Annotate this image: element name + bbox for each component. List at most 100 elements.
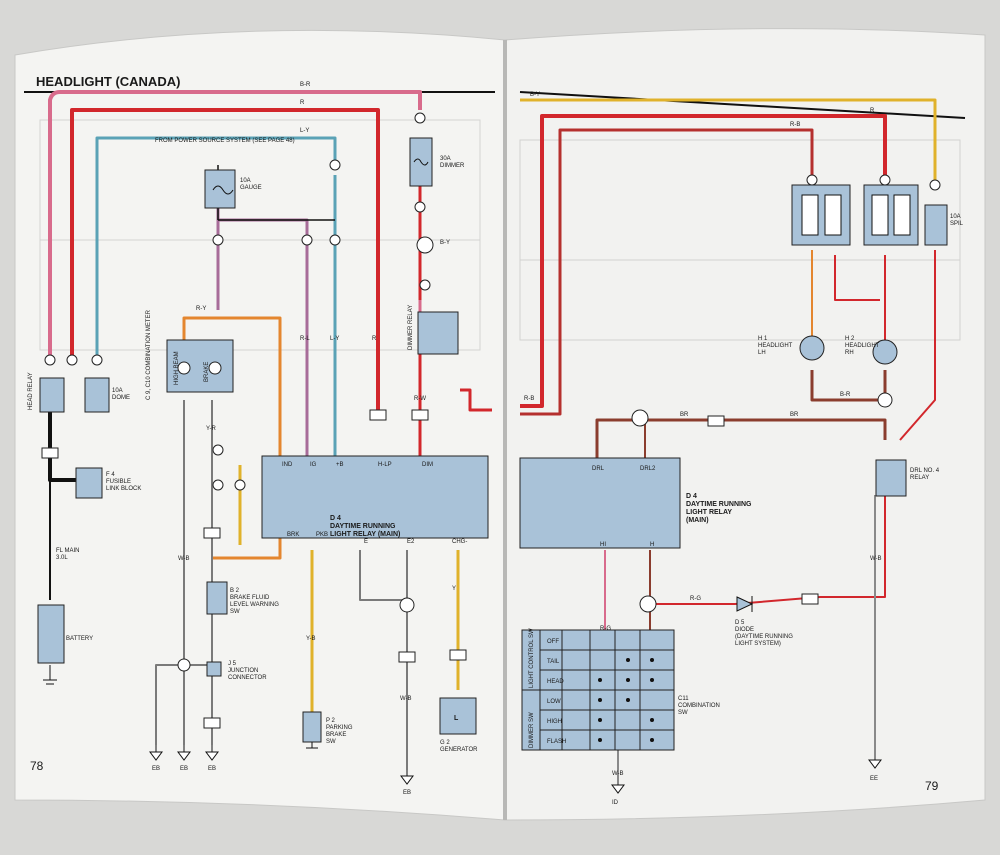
wire-label-r-w: R-W: [414, 396, 426, 402]
r-wire-r-g: R-G: [690, 596, 701, 602]
page-title: HEADLIGHT (CANADA): [36, 74, 180, 89]
high-beam-label: HIGH BEAM: [174, 351, 180, 385]
battery-label: BATTERY: [66, 636, 93, 642]
headlight-lh: [799, 335, 825, 361]
drl-relay-main: [261, 455, 489, 539]
sw-row-head: HEAD: [547, 679, 564, 685]
pin-h: H: [650, 542, 654, 548]
r-wire-br2: BR: [790, 412, 799, 418]
wire-label-y: Y: [452, 586, 456, 592]
fuse-gauge: [204, 169, 236, 209]
combination-meter-label: C 9, C10 COMBINATION METER: [146, 309, 152, 400]
sw-header-dimmer: DIMMER SW: [529, 712, 535, 748]
sw-header-light: LIGHT CONTROL SW: [529, 628, 535, 688]
left-relay-pins: IND IG +B H-LP DIM BRK PKB E E2 CHG-: [282, 462, 467, 545]
wire-r-y: [182, 316, 282, 560]
r-wire-w-b2: W-B: [870, 556, 882, 562]
wire-e: [359, 550, 408, 770]
pin-e2: E2: [407, 539, 415, 545]
fusible-link-block: [75, 467, 103, 499]
dome-fuse: [84, 377, 110, 413]
drl-relay-right: [519, 457, 681, 549]
pin-hi: HI: [600, 542, 606, 548]
r-wire-r-b2: R-B: [524, 396, 534, 402]
left-page-number: 78: [30, 759, 44, 773]
r-ground-2: EE: [870, 776, 878, 782]
combination-sw-table: OFF TAIL HEAD LOW HIGH FLASH LIGHT CONTR…: [521, 628, 720, 751]
r-wire-br: BR: [680, 412, 689, 418]
wire-left-exit: [460, 388, 492, 412]
sw-row-off: OFF: [547, 639, 559, 645]
sw-row-flash: FLASH: [547, 739, 566, 745]
sw-row-low: LOW: [547, 699, 561, 705]
wire-label-y-r: Y-R: [206, 426, 216, 432]
r-ground-1: ID: [612, 800, 619, 806]
wire-right-r-b: [520, 128, 814, 416]
brake-label: BRAKE: [204, 362, 210, 382]
ground-label-4: EB: [403, 790, 411, 796]
head-relay: [39, 377, 65, 413]
headlight-rh: [872, 339, 898, 365]
generator: [439, 697, 477, 735]
wire-label-r-y: R-Y: [196, 306, 206, 312]
pin-dim: DIM: [422, 462, 433, 468]
parking-brake-sw: [302, 711, 322, 743]
pin-ind: IND: [282, 462, 293, 468]
wire-r-main: [70, 108, 380, 410]
tail-fuse: [924, 204, 948, 246]
wire-label-l-y: L-Y: [300, 128, 309, 134]
pin-pkb: PKB: [316, 532, 328, 538]
wire-label-r-l: R-L: [300, 336, 310, 342]
pin-b: +B: [336, 462, 344, 468]
right-grounds: [611, 759, 882, 794]
pin-drl: DRL: [592, 466, 605, 472]
dimmer-relay-label: DIMMER RELAY: [408, 305, 414, 350]
head-relay-label: HEAD RELAY: [28, 372, 34, 410]
r-wire-b-y: B-Y: [530, 92, 540, 98]
ground-label-2: EB: [180, 766, 188, 772]
drl-relay-no4: [875, 459, 907, 497]
wire-label-b-r: B-R: [300, 82, 311, 88]
r-wire-r-g2: R-G: [600, 626, 611, 632]
wire-br-main: [595, 418, 887, 470]
r-wire-w-b: W-B: [612, 771, 624, 777]
wire-label-l-y2: L-Y: [330, 336, 339, 342]
junction-connector: [206, 661, 222, 677]
wire-right-r: [520, 114, 887, 408]
wire-label-r: R: [300, 100, 305, 106]
pin-drl2: DRL2: [640, 466, 656, 472]
wire-right-b-y: [520, 98, 937, 185]
wire-label-w-b: W-B: [178, 556, 190, 562]
wire-label-r2: R: [372, 336, 377, 342]
sw-row-tail: TAIL: [547, 659, 560, 665]
sw-row-high: HIGH: [547, 719, 562, 725]
diode: [736, 596, 754, 612]
wire-diode: [650, 495, 886, 605]
brake-fluid-sw: [206, 581, 228, 615]
pin-e: E: [364, 539, 368, 545]
wire-w-b-3: [155, 664, 212, 745]
wire-label-w-b2: W-B: [400, 696, 412, 702]
pin-h-lp: H-LP: [378, 462, 392, 468]
right-title-rule: [519, 91, 966, 119]
ground-label-3: EB: [208, 766, 216, 772]
power-source-note: FROM POWER SOURCE SYSTEM (SEE PAGE 48): [155, 138, 295, 144]
wire-head-lh-2: [834, 255, 880, 301]
left-wire-labels: B-R R L-Y B-Y R-Y R-L L-Y R W-B Y-R R-W …: [178, 82, 456, 702]
